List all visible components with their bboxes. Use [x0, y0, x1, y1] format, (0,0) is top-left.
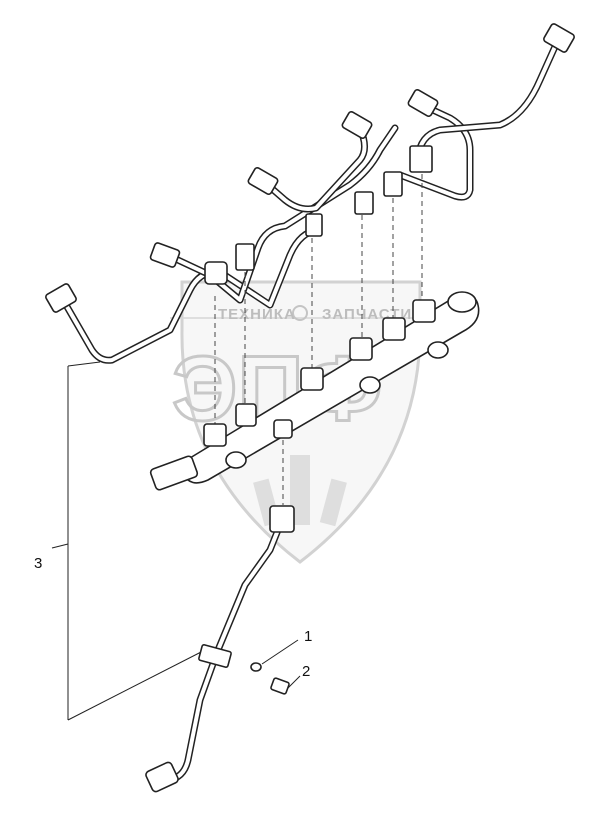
- rail-port-1: [203, 423, 227, 447]
- alignment-lines: [214, 174, 423, 505]
- rail-outlet-port: [273, 419, 293, 439]
- line-connector-d: [383, 171, 403, 197]
- line-nut-1: [45, 283, 77, 313]
- line-connector-e: [409, 145, 433, 173]
- rail-port-5: [382, 317, 406, 341]
- washer: [250, 662, 262, 672]
- rail-end-fitting: [447, 291, 477, 313]
- rail-mount-3: [427, 341, 449, 359]
- supply-line: [145, 505, 295, 793]
- bolt-head: [270, 677, 290, 695]
- supply-line-upper-nut: [269, 505, 295, 533]
- rail-mount-2: [359, 376, 381, 394]
- rail-port-6: [412, 299, 436, 323]
- supply-line-lower-nut: [145, 761, 179, 793]
- line-nut-2: [149, 242, 181, 268]
- fuel-rail: [149, 291, 480, 491]
- injection-lines: [45, 23, 575, 364]
- line-connector-f: [204, 261, 228, 285]
- line-nut-6: [543, 23, 575, 53]
- line-connector-a: [235, 243, 255, 271]
- bracket-3: [51, 361, 206, 721]
- line-nut-5: [407, 89, 439, 117]
- rail-pressure-sensor: [149, 455, 199, 491]
- clamp: [198, 644, 232, 668]
- fasteners: [250, 639, 301, 695]
- rail-port-4: [349, 337, 373, 361]
- rail-port-3: [300, 367, 324, 391]
- line-nut-4: [341, 111, 373, 139]
- watermark-left-text: ТЕХНИКА: [218, 306, 296, 323]
- rail-port-2: [235, 403, 257, 427]
- callout-3: 3: [34, 555, 42, 572]
- line-connector-b: [305, 213, 323, 237]
- rail-mount-1: [225, 451, 247, 469]
- callout-1: 1: [304, 628, 312, 645]
- line-connector-c: [354, 191, 374, 215]
- line-nut-3: [247, 167, 279, 195]
- callout-2: 2: [302, 663, 310, 680]
